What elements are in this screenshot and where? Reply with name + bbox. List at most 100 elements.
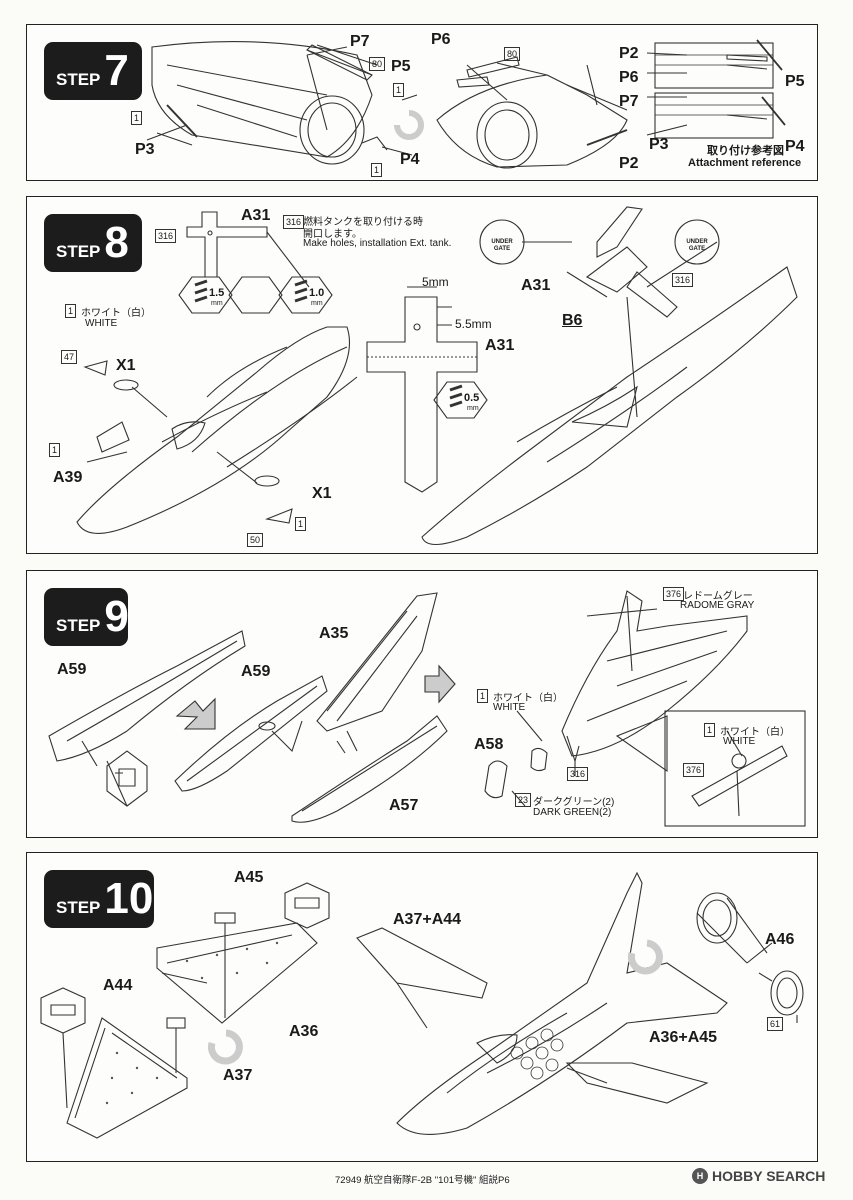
note-jp-line2: 開口します。 bbox=[303, 229, 362, 240]
callout-376: 376 bbox=[683, 763, 705, 777]
callout-316: 316 bbox=[155, 229, 177, 243]
callout-316: 316 bbox=[283, 215, 305, 229]
part-x1: X1 bbox=[312, 485, 332, 502]
page-footer: 72949 航空自衛隊F-2B "101号機" 組説P6 bbox=[335, 1175, 510, 1186]
part-p2: P2 bbox=[619, 155, 639, 172]
step-label: STEP bbox=[56, 70, 101, 89]
part-a37: A37 bbox=[223, 1067, 253, 1084]
step-8-panel: STEP 8 bbox=[26, 196, 818, 554]
white-label-jp: ホワイト（白） bbox=[493, 693, 563, 704]
step-number: 10 bbox=[104, 874, 154, 923]
hobby-search-watermark: H HOBBY SEARCH bbox=[692, 1168, 825, 1184]
part-a31: A31 bbox=[521, 277, 551, 294]
inset-white-en: WHITE bbox=[723, 736, 756, 747]
callout-80: 80 bbox=[369, 57, 386, 71]
drill-unit: mm bbox=[467, 405, 479, 412]
step-10-badge: STEP 10 bbox=[44, 870, 154, 928]
step-8-badge: STEP 8 bbox=[44, 214, 142, 272]
step-7-badge: STEP 7 bbox=[44, 42, 142, 100]
note-jp-line1: 燃料タンクを取り付ける時 bbox=[303, 217, 423, 228]
step-number: 9 bbox=[104, 592, 129, 641]
radome-gray-en: RADOME GRAY bbox=[680, 600, 755, 611]
part-a39: A39 bbox=[53, 469, 83, 486]
dark-green-en: DARK GREEN(2) bbox=[533, 807, 612, 818]
drill-size-1.0: 1.0 bbox=[309, 287, 325, 299]
callout-316: 316 bbox=[672, 273, 694, 287]
step-10-panel: STEP 10 bbox=[26, 852, 818, 1162]
step-label: STEP bbox=[56, 242, 101, 261]
part-a57: A57 bbox=[389, 797, 419, 814]
part-a58: A58 bbox=[474, 736, 504, 753]
ref-part-p4: P4 bbox=[785, 138, 805, 155]
step-9-badge: STEP 9 bbox=[44, 588, 129, 646]
part-p4: P4 bbox=[400, 151, 420, 168]
dim-5.5mm: 5.5mm bbox=[455, 317, 492, 331]
callout-1: 1 bbox=[65, 304, 77, 318]
callout-47: 47 bbox=[61, 350, 78, 364]
step-label: STEP bbox=[56, 616, 101, 635]
white-label-jp: ホワイト（白） bbox=[81, 308, 151, 319]
drill-unit: mm bbox=[311, 300, 323, 307]
callout-61: 61 bbox=[767, 1017, 784, 1031]
callout-316: 316 bbox=[567, 767, 589, 781]
callout-23: 23 bbox=[515, 793, 532, 807]
dim-5mm: 5mm bbox=[422, 275, 449, 289]
step-10-drawing bbox=[40, 871, 804, 1139]
callout-1: 1 bbox=[49, 443, 61, 457]
step-9-panel: STEP 9 bbox=[26, 570, 818, 838]
watermark-text: HOBBY SEARCH bbox=[712, 1168, 826, 1184]
step-9-drawing bbox=[48, 590, 806, 827]
step-number: 7 bbox=[104, 46, 129, 95]
callout-1: 1 bbox=[477, 689, 489, 703]
callout-1: 1 bbox=[371, 163, 383, 177]
radome-gray-jp: レドームグレー bbox=[683, 591, 753, 602]
step-7-panel: STEP 7 bbox=[26, 24, 818, 181]
part-p5: P5 bbox=[391, 58, 411, 75]
callout-1: 1 bbox=[393, 83, 405, 97]
hobby-search-logo-icon: H bbox=[692, 1168, 708, 1184]
callout-376: 376 bbox=[663, 587, 685, 601]
callout-80: 80 bbox=[504, 47, 521, 61]
part-a44: A44 bbox=[103, 977, 133, 994]
ref-part-p3: P3 bbox=[649, 136, 669, 153]
part-a36: A36 bbox=[289, 1023, 319, 1040]
drill-size-0.5: 0.5 bbox=[464, 392, 480, 404]
under-gate-left: UNDER GATE bbox=[491, 239, 513, 252]
part-a31: A31 bbox=[241, 207, 271, 224]
reference-title: 取り付け参考図 bbox=[707, 145, 784, 157]
callout-1: 1 bbox=[704, 723, 716, 737]
ref-part-p5: P5 bbox=[785, 73, 805, 90]
drill-unit: mm bbox=[211, 300, 223, 307]
part-a35: A35 bbox=[319, 625, 349, 642]
part-b6: B6 bbox=[562, 312, 583, 329]
part-a36-a45: A36+A45 bbox=[649, 1029, 718, 1046]
part-a46: A46 bbox=[765, 931, 795, 948]
callout-1: 1 bbox=[295, 517, 307, 531]
part-a59: A59 bbox=[57, 661, 87, 678]
part-x1: X1 bbox=[116, 357, 136, 374]
step-label: STEP bbox=[56, 898, 101, 917]
under-gate-right: UNDER GATE bbox=[686, 239, 708, 252]
part-p7: P7 bbox=[350, 33, 370, 50]
drill-size-1.5: 1.5 bbox=[209, 287, 225, 299]
part-a59: A59 bbox=[241, 663, 271, 680]
part-a45: A45 bbox=[234, 869, 264, 886]
callout-1: 1 bbox=[131, 111, 143, 125]
step-7-drawing bbox=[146, 39, 786, 169]
ref-part-p7: P7 bbox=[619, 93, 639, 110]
callout-50: 50 bbox=[247, 533, 264, 547]
white-label-en: WHITE bbox=[493, 702, 526, 713]
part-a31: A31 bbox=[485, 337, 515, 354]
white-label-en: WHITE bbox=[85, 318, 118, 329]
part-p3: P3 bbox=[135, 141, 155, 158]
step-number: 8 bbox=[104, 218, 129, 267]
part-a37-a44: A37+A44 bbox=[393, 911, 462, 928]
step-8-drawing bbox=[76, 206, 798, 546]
ref-part-p2: P2 bbox=[619, 45, 639, 62]
dark-green-jp: ダークグリーン(2) bbox=[533, 797, 615, 808]
part-p6: P6 bbox=[431, 31, 451, 48]
inset-white-jp: ホワイト（白） bbox=[720, 727, 790, 738]
reference-title-en: Attachment reference bbox=[688, 157, 802, 169]
ref-part-p6: P6 bbox=[619, 69, 639, 86]
note-en: Make holes, installation Ext. tank. bbox=[303, 238, 452, 249]
